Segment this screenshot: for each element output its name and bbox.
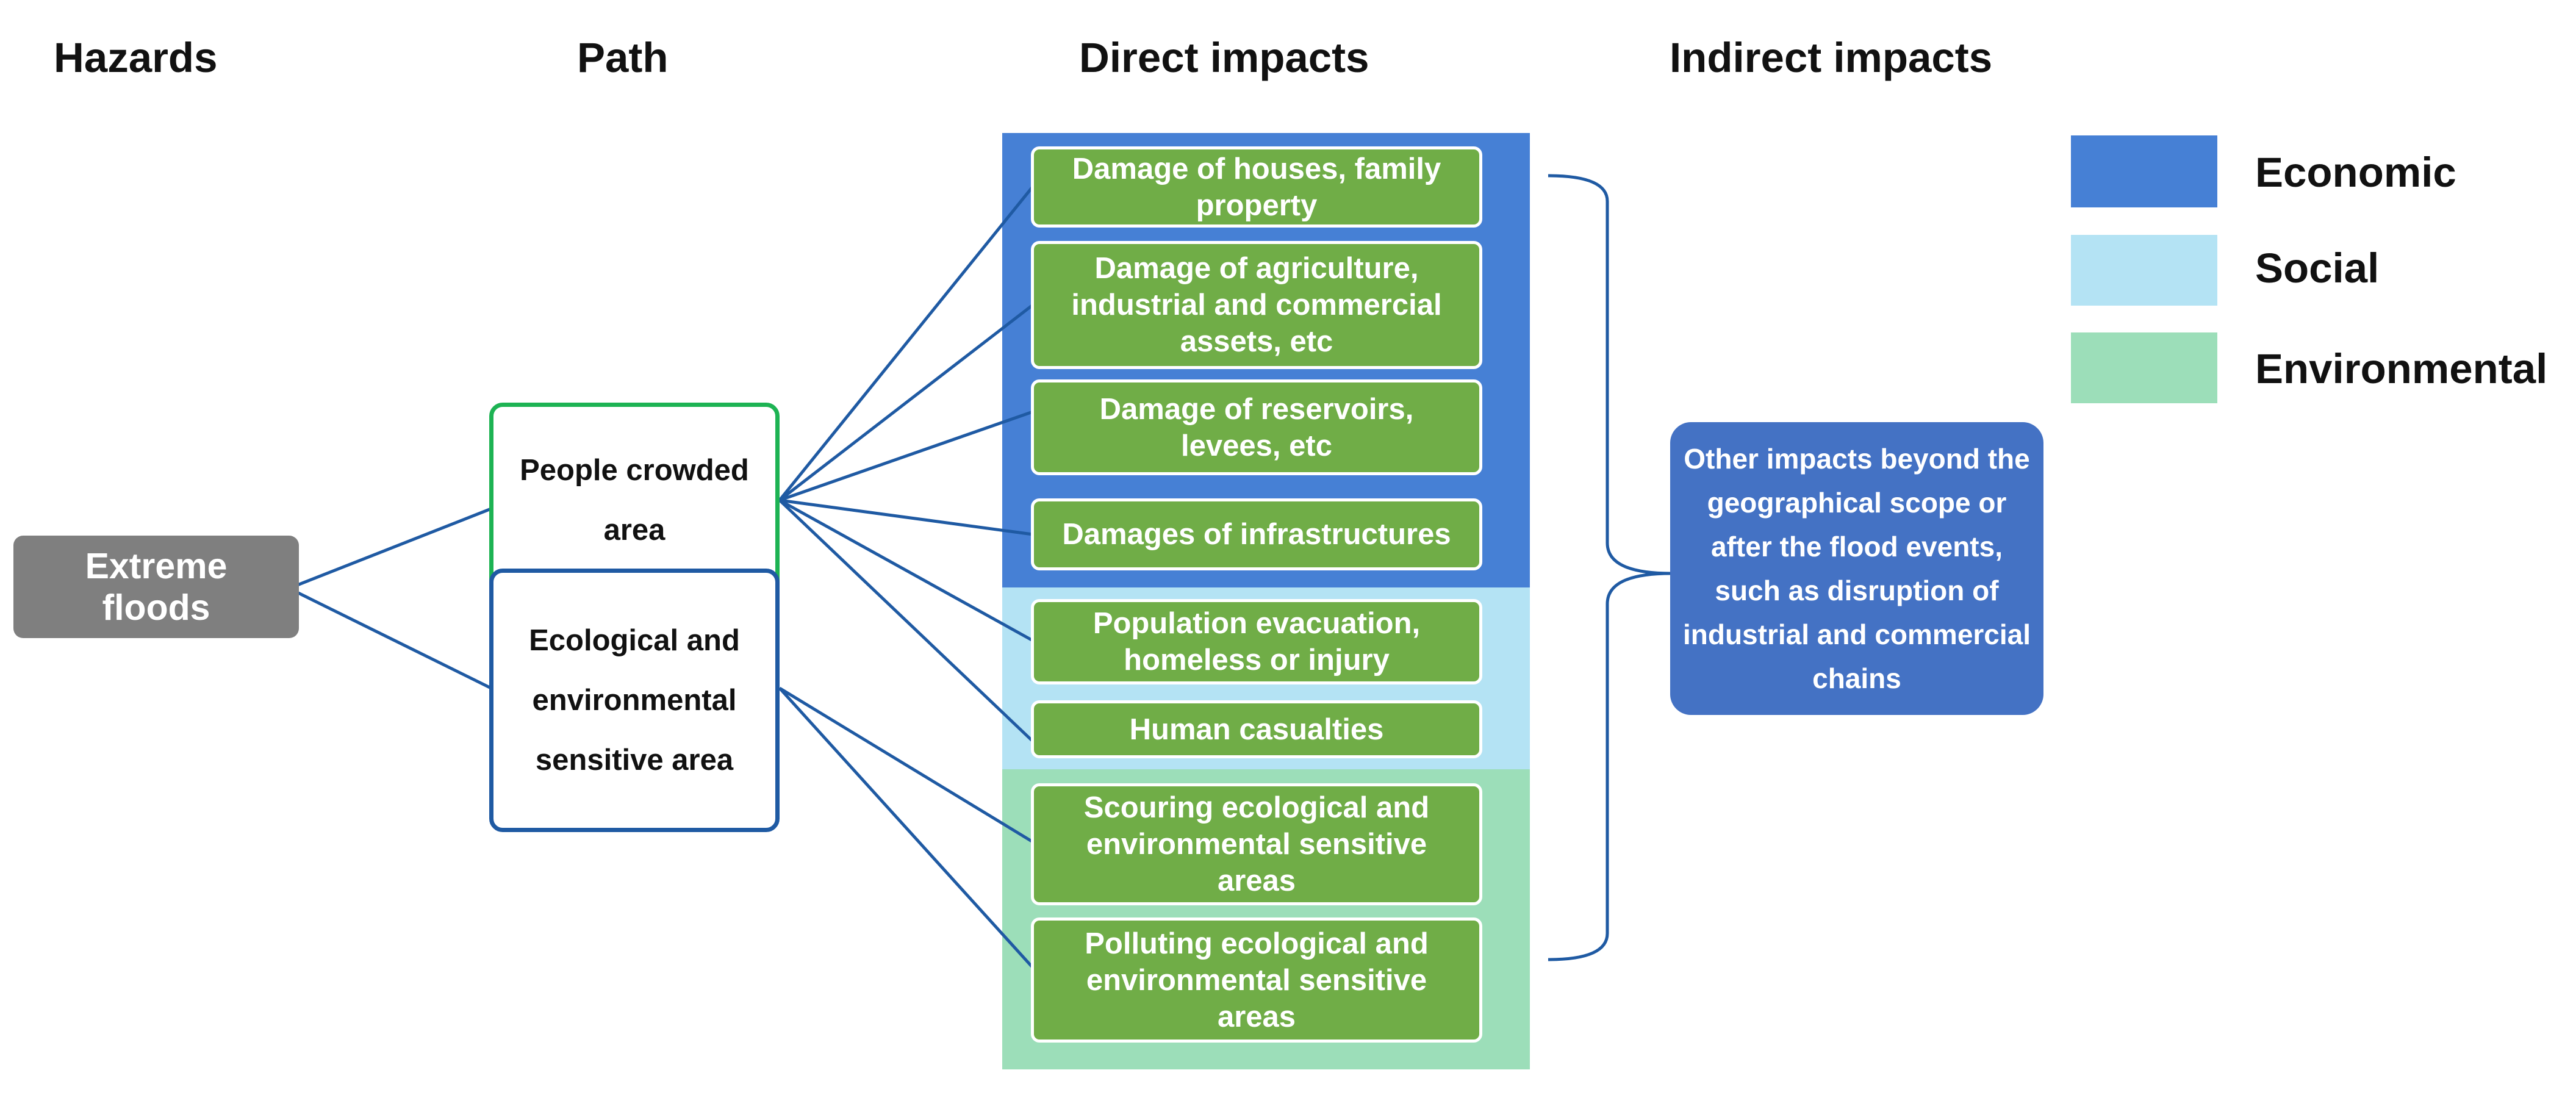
impact-human-casualties: Human casualties [1031,700,1482,758]
path-people-label: People crowded area [520,454,749,547]
legend-label-environmental: Environmental [2255,345,2548,392]
impact-damage-reservoirs: Damage of reservoirs, levees, etc [1031,379,1482,475]
impact-damage-reservoirs-label: Damage of reservoirs, levees, etc [1099,392,1414,462]
connector-people-to-evacuation [778,498,1034,642]
connector-people-to-reservoirs [779,410,1033,502]
hazard-extreme-floods: Extreme floods [13,536,299,638]
connector-people-to-agriculture [778,304,1034,501]
header-indirect-impacts: Indirect impacts [1670,34,1993,81]
legend-swatch-social [2071,235,2217,306]
impact-damage-agriculture: Damage of agriculture, industrial and co… [1031,241,1482,369]
impact-population-evacuation-label: Population evacuation, homeless or injur… [1092,607,1421,677]
legend-swatch-economic [2071,135,2217,207]
impact-damage-houses-label: Damage of houses, family property [1072,152,1441,222]
header-direct-impacts: Direct impacts [1079,34,1369,81]
legend-label-economic: Economic [2255,149,2456,196]
indirect-impact-box: Other impacts beyond the geographical sc… [1670,422,2043,715]
indirect-impact-label: Other impacts beyond the geographical sc… [1682,443,2031,694]
impact-human-casualties-label: Human casualties [1129,713,1384,746]
connector-people-to-infrastructure [779,498,1033,536]
connector-ecological-to-scouring [778,686,1034,844]
impact-damages-infrastructure-label: Damages of infrastructures [1062,518,1451,551]
connector-people-to-casualties [778,499,1034,742]
legend-swatch-environmental [2071,332,2217,403]
connector-ecological-to-polluting [778,687,1034,969]
impact-population-evacuation: Population evacuation, homeless or injur… [1031,599,1482,684]
impact-damage-houses: Damage of houses, family property [1031,146,1482,228]
connector-people-to-houses [778,185,1034,501]
hazard-label: Extreme floods [85,546,228,628]
impact-damages-infrastructure: Damages of infrastructures [1031,498,1482,570]
impact-scouring-ecological-label: Scouring ecological and environmental se… [1083,791,1430,897]
path-people-crowded-area: People crowded area [489,403,780,598]
path-ecological-label: Ecological and environmental sensitive a… [529,624,740,777]
legend-label-social: Social [2255,245,2380,292]
header-path: Path [577,34,669,81]
impact-polluting-ecological-label: Polluting ecological and environmental s… [1085,927,1429,1033]
path-ecological-sensitive-area: Ecological and environmental sensitive a… [489,569,780,832]
indirect-impacts-bracket [1548,174,1672,961]
header-hazards: Hazards [54,34,218,81]
impact-damage-agriculture-label: Damage of agriculture, industrial and co… [1071,252,1442,358]
connector-hazard-to-ecological [295,590,492,690]
connector-hazard-to-people [295,507,492,587]
impact-polluting-ecological: Polluting ecological and environmental s… [1031,917,1482,1043]
impact-scouring-ecological: Scouring ecological and environmental se… [1031,783,1482,905]
